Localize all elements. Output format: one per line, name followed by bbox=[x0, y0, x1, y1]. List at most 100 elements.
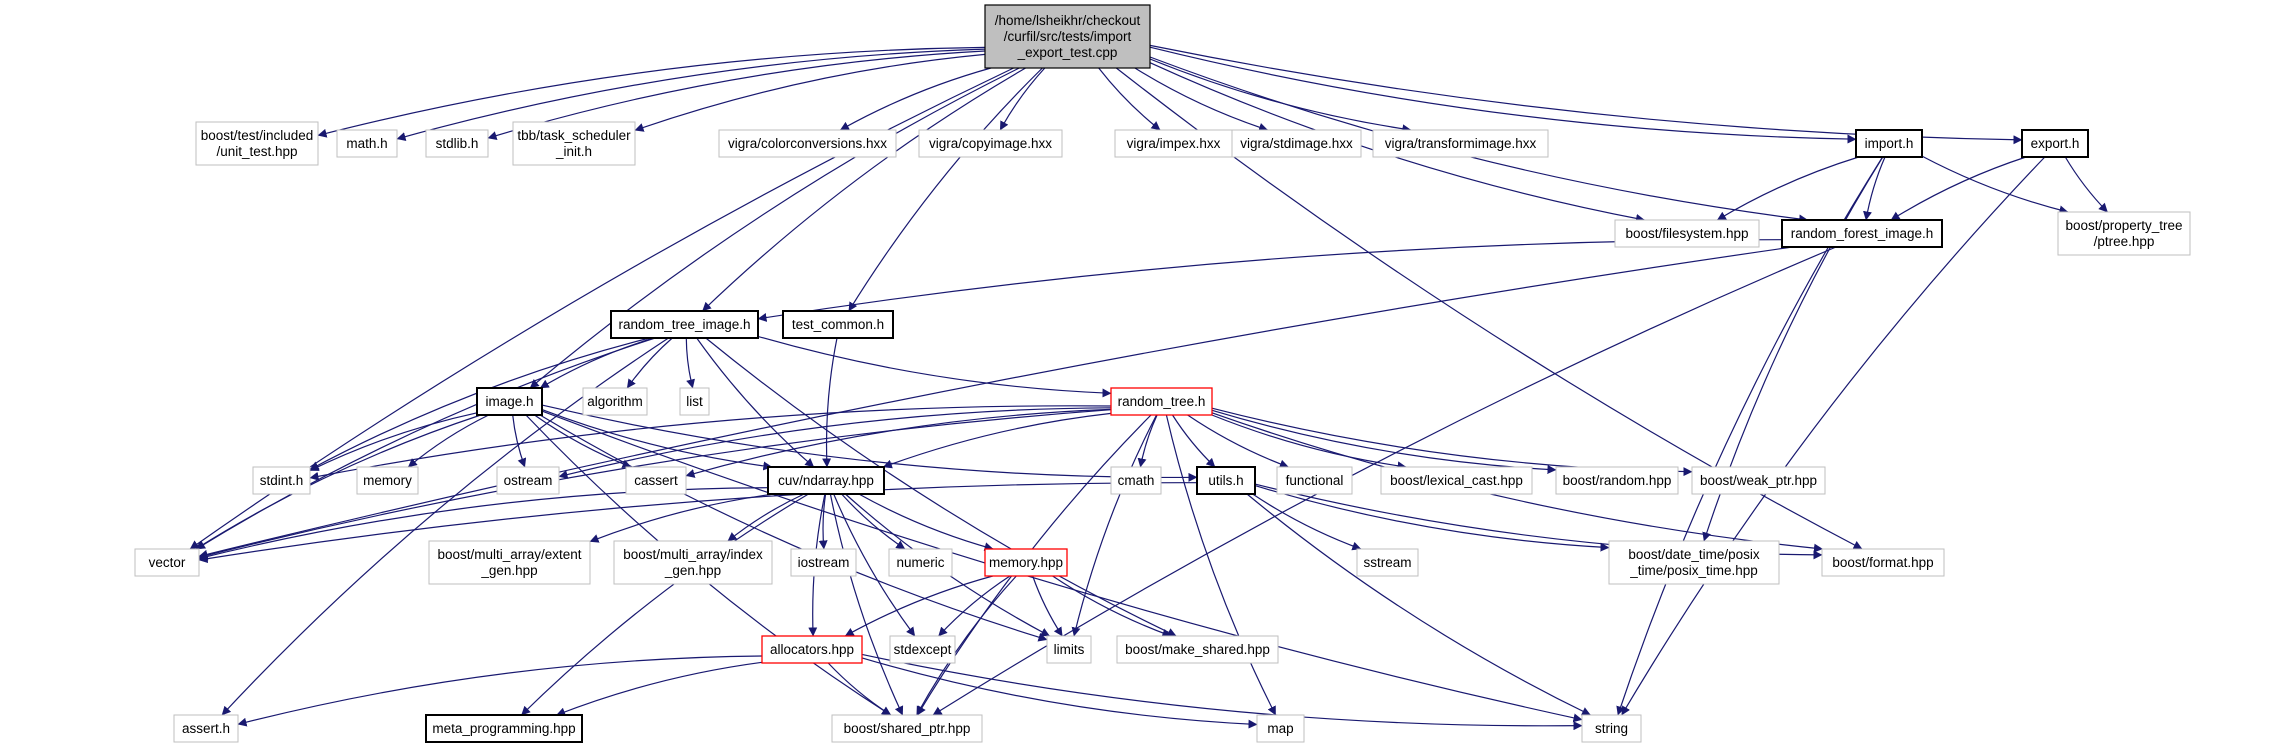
node-random_hpp[interactable]: boost/random.hpp bbox=[1555, 466, 1679, 495]
edge-ndarray-to-vector bbox=[198, 487, 769, 561]
node-root[interactable]: /home/lsheikhr/checkout/curfil/src/tests… bbox=[984, 4, 1151, 69]
node-label-utils_h: utils.h bbox=[1208, 473, 1243, 488]
node-tbb_init[interactable]: tbb/task_scheduler_init.h bbox=[512, 121, 636, 166]
node-cmath[interactable]: cmath bbox=[1110, 466, 1162, 495]
node-numeric[interactable]: numeric bbox=[888, 548, 953, 577]
edge-root-to-colorconv bbox=[839, 67, 992, 131]
node-label-index_gen-line-2: _gen.hpp bbox=[664, 563, 721, 578]
node-box-index_gen bbox=[613, 540, 773, 585]
edge-ndarray-to-stdexcept bbox=[833, 493, 916, 637]
node-lexical_cast[interactable]: boost/lexical_cast.hpp bbox=[1380, 466, 1533, 495]
node-image_h[interactable]: image.h bbox=[476, 387, 543, 416]
edge-root-to-export_h bbox=[1149, 44, 2023, 145]
node-label-allocators: allocators.hpp bbox=[770, 642, 854, 657]
edge-memory_hpp-to-allocators bbox=[844, 575, 993, 637]
node-export_h[interactable]: export.h bbox=[2021, 129, 2089, 158]
node-transformimage[interactable]: vigra/transformimage.hxx bbox=[1372, 129, 1549, 158]
node-box-filesystem bbox=[1614, 219, 1760, 248]
edge-root-to-import_h bbox=[1149, 46, 1857, 144]
node-copyimage[interactable]: vigra/copyimage.hxx bbox=[918, 129, 1063, 158]
node-ptree[interactable]: boost/property_tree/ptree.hpp bbox=[2057, 211, 2191, 256]
edge-rt_image-to-stdint bbox=[309, 337, 650, 471]
node-filesystem[interactable]: boost/filesystem.hpp bbox=[1614, 219, 1760, 248]
edge-root-to-math_h bbox=[396, 48, 986, 141]
edge-utils_h-to-posix_time bbox=[1254, 485, 1610, 552]
node-ndarray[interactable]: cuv/ndarray.hpp bbox=[767, 466, 885, 495]
node-math_h[interactable]: math.h bbox=[336, 129, 398, 158]
node-box-memory_std bbox=[356, 466, 419, 495]
edge-random_tree-to-stdint bbox=[309, 405, 1112, 481]
node-label-map: map bbox=[1267, 721, 1293, 736]
node-label-memory_std: memory bbox=[363, 473, 412, 488]
node-format[interactable]: boost/format.hpp bbox=[1821, 548, 1945, 577]
node-make_shared[interactable]: boost/make_shared.hpp bbox=[1116, 635, 1279, 664]
node-rt_image[interactable]: random_tree_image.h bbox=[610, 310, 759, 339]
node-label-stdlib_h: stdlib.h bbox=[436, 136, 479, 151]
edge-utils_h-to-string bbox=[1246, 493, 1591, 716]
node-box-make_shared bbox=[1116, 635, 1279, 664]
node-label-cassert: cassert bbox=[634, 473, 678, 488]
node-cassert[interactable]: cassert bbox=[625, 466, 687, 495]
node-algorithm[interactable]: algorithm bbox=[582, 387, 648, 416]
node-box-extent_gen bbox=[428, 540, 591, 585]
node-label-stdexcept: stdexcept bbox=[894, 642, 952, 657]
edge-allocators-to-meta_prog bbox=[556, 661, 763, 717]
node-memory_std[interactable]: memory bbox=[356, 466, 419, 495]
edge-rt_image-to-list bbox=[685, 337, 695, 389]
node-list[interactable]: list bbox=[679, 387, 710, 416]
edge-allocators-to-map bbox=[861, 657, 1258, 729]
node-stdint[interactable]: stdint.h bbox=[252, 466, 311, 495]
node-box-weak_ptr bbox=[1691, 466, 1826, 495]
node-stdlib_h[interactable]: stdlib.h bbox=[425, 129, 489, 158]
edge-allocators-to-string bbox=[861, 653, 1583, 731]
node-impex[interactable]: vigra/impex.hxx bbox=[1114, 129, 1233, 158]
node-stdexcept[interactable]: stdexcept bbox=[889, 635, 956, 664]
nodes-layer: /home/lsheikhr/checkout/curfil/src/tests… bbox=[134, 4, 2191, 743]
node-rf_image[interactable]: random_forest_image.h bbox=[1781, 219, 1943, 248]
node-label-rt_image: random_tree_image.h bbox=[618, 317, 750, 332]
node-label-image_h: image.h bbox=[485, 394, 533, 409]
node-label-rf_image: random_forest_image.h bbox=[1791, 226, 1934, 241]
node-label-filesystem: boost/filesystem.hpp bbox=[1625, 226, 1748, 241]
node-import_h[interactable]: import.h bbox=[1855, 129, 1923, 158]
node-meta_prog[interactable]: meta_programming.hpp bbox=[425, 714, 583, 743]
node-limits[interactable]: limits bbox=[1046, 635, 1092, 664]
node-random_tree[interactable]: random_tree.h bbox=[1110, 387, 1213, 416]
edge-rt_image-to-ndarray bbox=[696, 337, 815, 468]
node-assert_h[interactable]: assert.h bbox=[173, 714, 239, 743]
node-iostream[interactable]: iostream bbox=[790, 548, 857, 577]
node-box-functional bbox=[1276, 466, 1353, 495]
edge-root-to-unit_test bbox=[317, 46, 986, 138]
node-stdimage[interactable]: vigra/stdimage.hxx bbox=[1231, 129, 1362, 158]
node-weak_ptr[interactable]: boost/weak_ptr.hpp bbox=[1691, 466, 1826, 495]
node-map[interactable]: map bbox=[1256, 714, 1305, 743]
node-test_common[interactable]: test_common.h bbox=[782, 310, 894, 339]
node-utils_h[interactable]: utils.h bbox=[1196, 466, 1256, 495]
node-colorconv[interactable]: vigra/colorconversions.hxx bbox=[718, 129, 897, 158]
node-functional[interactable]: functional bbox=[1276, 466, 1353, 495]
node-label-import_h: import.h bbox=[1865, 136, 1914, 151]
node-label-tbb_init-line-2: _init.h bbox=[555, 144, 592, 159]
node-label-ndarray: cuv/ndarray.hpp bbox=[778, 473, 874, 488]
node-unit_test[interactable]: boost/test/included/unit_test.hpp bbox=[195, 121, 319, 166]
node-ostream[interactable]: ostream bbox=[496, 466, 560, 495]
edge-random_tree-to-ndarray bbox=[882, 412, 1112, 469]
node-shared_ptr[interactable]: boost/shared_ptr.hpp bbox=[831, 714, 983, 743]
node-label-meta_prog: meta_programming.hpp bbox=[432, 721, 575, 736]
node-box-cassert bbox=[625, 466, 687, 495]
node-label-sstream: sstream bbox=[1363, 555, 1411, 570]
node-allocators[interactable]: allocators.hpp bbox=[761, 635, 863, 664]
edge-test_common-to-ndarray bbox=[822, 337, 838, 468]
node-string[interactable]: string bbox=[1581, 714, 1642, 743]
node-posix_time[interactable]: boost/date_time/posix_time/posix_time.hp… bbox=[1608, 540, 1780, 585]
node-box-colorconv bbox=[718, 129, 897, 158]
node-extent_gen[interactable]: boost/multi_array/extent_gen.hpp bbox=[428, 540, 591, 585]
node-index_gen[interactable]: boost/multi_array/index_gen.hpp bbox=[613, 540, 773, 585]
node-sstream[interactable]: sstream bbox=[1356, 548, 1419, 577]
edge-rt_image-to-assert_h bbox=[221, 337, 669, 716]
node-memory_hpp[interactable]: memory.hpp bbox=[984, 548, 1068, 577]
node-label-unit_test-line-1: boost/test/included bbox=[201, 128, 314, 143]
edge-rt_image-to-algorithm bbox=[626, 337, 673, 389]
node-vector[interactable]: vector bbox=[134, 548, 200, 577]
